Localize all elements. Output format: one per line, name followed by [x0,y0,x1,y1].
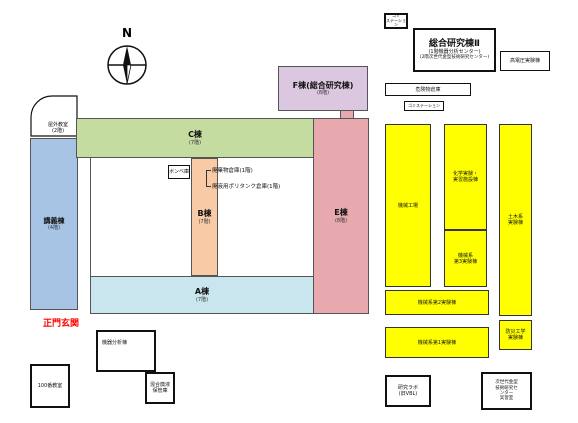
machine-shop: 機械工場 [385,124,431,287]
building-e-name: E棟 [334,208,348,218]
lecture-building-floors: (4階) [47,225,61,232]
research-building-ii-name: 総合研究棟Ⅱ [429,39,480,50]
building-f-floors: (8階) [316,90,330,97]
hazard-storage-name: 危険物倉庫 [415,86,441,93]
analysis-building: 機器分析棟 [96,330,156,372]
high-voltage-lab: 高電圧実験棟 [500,51,550,71]
building-f-name: F棟(総合研究棟) [292,80,354,90]
lecture-building-name: 講義棟 [43,216,65,225]
mech-lab-3-name: 機械系 第3実験棟 [453,252,478,265]
disaster-lab: 防災工学 実験棟 [499,320,532,350]
hall-100: 100番教室 [30,364,70,408]
outdoor-classroom-floors: (2階) [51,128,65,134]
garbage-station-small-name: ゴミ ステーション [386,12,406,28]
bombe-storage-name: ボンベ庫 [169,169,190,175]
outdoor-classroom-shape [30,95,78,137]
lecture-building: 講義棟 (4階) [30,138,78,310]
compass: N [104,26,150,90]
research-lab-vbl: 研究ラボ (旧VBL) [385,375,431,407]
building-f-connector [340,111,354,118]
bombe-storage: ボンベ庫 [168,165,190,179]
annotation-tick-2 [206,186,211,187]
building-a-name: A棟 [194,287,210,297]
garbage-station: ゴミステーション [404,101,444,111]
building-b: B棟 (7階) [191,158,218,276]
main-entrance-label: 正門玄関 [43,319,80,329]
analysis-building-name: 機器分析棟 [102,340,128,346]
compass-letter: N [122,26,133,40]
polytank-storage-label: 廃液用ポリタンク倉庫(1階) [212,184,281,190]
building-c-floors: (7階) [188,139,202,146]
mech-lab-1-name: 機械系第1実験棟 [417,339,457,346]
high-voltage-lab-name: 高電圧実験棟 [509,58,540,64]
research-building-ii-note1: (1階機器分析センター) [428,49,481,56]
mech-lab-3: 機械系 第3実験棟 [444,230,487,287]
research-building-ii: 総合研究棟Ⅱ (1階機器分析センター) (2階次世代金型技術研究センター) [413,28,496,72]
mixed-waste-storage: 混合廃液 保管庫 [145,372,175,404]
annotation-tick-1 [206,170,211,171]
civil-lab-name: 土木系 実験棟 [507,214,523,226]
compass-icon [107,45,147,85]
courtyard-edge [90,158,91,276]
disaster-lab-name: 防災工学 実験棟 [505,329,526,341]
research-building-ii-note2: (2階次世代金型技術研究センター) [419,55,490,61]
building-f: F棟(総合研究棟) (8階) [278,66,368,111]
building-e: E棟 (8階) [313,118,369,314]
building-c-name: C棟 [188,130,202,140]
chemical-lab: 化学実験・ 実習施設棟 [444,124,487,230]
garbage-station-small: ゴミ ステーション [384,13,408,29]
outdoor-classroom-name: 屋外教室 [47,122,68,128]
research-lab-vbl-name: 研究ラボ (旧VBL) [397,385,418,397]
mech-lab-1: 機械系第1実験棟 [385,327,489,358]
machine-shop-name: 機械工場 [397,202,418,209]
garbage-station-name: ゴミステーション [408,102,440,108]
building-b-name: B棟 [197,209,212,219]
mech-lab-2-name: 機械系第2実験棟 [417,299,457,306]
building-c: C棟 (7階) [76,118,314,158]
next-gen-mold-center-name: 次世代金型 技術研究セ ンター 実習室 [495,380,518,402]
annotation-leader [206,170,207,186]
civil-lab: 土木系 実験棟 [499,124,532,316]
hall-100-name: 100番教室 [37,383,63,389]
mech-lab-2: 機械系第2実験棟 [385,290,489,315]
building-b-floors: (7階) [198,218,211,225]
chemical-lab-name: 化学実験・ 実習施設棟 [452,171,478,183]
building-e-floors: (8階) [334,217,348,224]
mixed-waste-storage-name: 混合廃液 保管庫 [149,382,170,394]
next-gen-mold-center: 次世代金型 技術研究セ ンター 実習室 [481,372,532,410]
outdoor-classroom: 屋外教室 (2階) [40,122,76,134]
hazard-storage: 危険物倉庫 [385,83,471,96]
building-a-floors: (7階) [195,296,209,303]
waste-storage-label: 廃棄物倉庫(1階) [212,168,253,174]
building-a: A棟 (7階) [90,276,314,314]
